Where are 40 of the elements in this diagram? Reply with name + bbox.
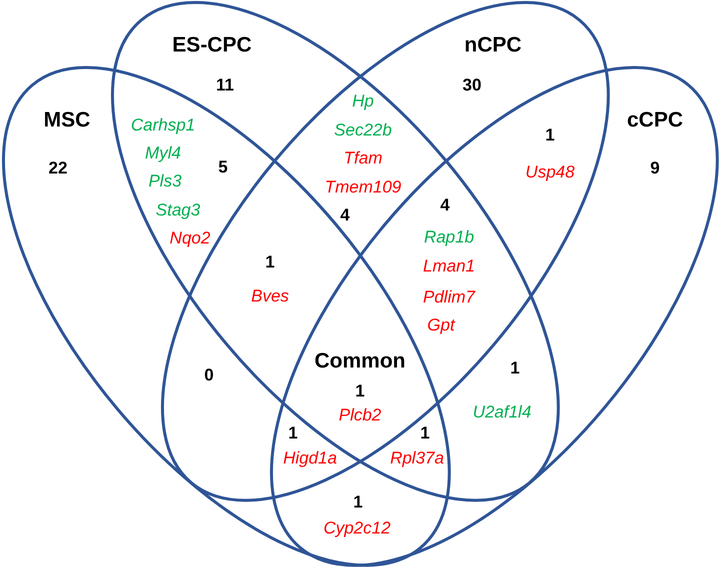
count-label: 1 (353, 494, 363, 510)
count-label: 0 (204, 366, 214, 384)
gene-label: Gpt (427, 316, 455, 334)
set-label: cCPC (626, 109, 683, 130)
region-label: Common (314, 350, 406, 372)
count-label: 1 (420, 424, 430, 442)
gene-label: Hp (352, 92, 374, 110)
gene-label: Cyp2c12 (323, 520, 391, 536)
count-label: 1 (355, 382, 365, 400)
set-label: ES-CPC (172, 34, 252, 56)
gene-label: Stag3 (156, 202, 200, 218)
gene-label: Higd1a (283, 450, 337, 466)
gene-label: Usp48 (525, 164, 575, 180)
gene-label: Lman1 (423, 258, 475, 274)
set-label: MSC (44, 109, 90, 130)
gene-label: Carhsp1 (130, 116, 196, 134)
gene-label: Rap1b (424, 228, 474, 246)
gene-label: Pls3 (148, 172, 182, 190)
set-label: nCPC (464, 34, 522, 56)
gene-label: U2af1l4 (472, 404, 532, 420)
count-label: 4 (340, 206, 350, 224)
gene-label: Pdlim7 (423, 288, 475, 306)
gene-label: Sec22b (334, 122, 392, 138)
count-label: 1 (545, 126, 555, 144)
count-label: 1 (288, 424, 298, 442)
gene-label: Myl4 (145, 144, 181, 162)
count-label: 4 (440, 196, 450, 214)
gene-label: Plcb2 (338, 406, 382, 424)
count-label: 9 (650, 160, 660, 176)
gene-label: Rpl37a (390, 450, 444, 466)
count-label: 11 (216, 76, 234, 94)
count-label: 1 (510, 360, 520, 376)
gene-label: Tmem109 (324, 178, 402, 196)
gene-label: Tfam (344, 150, 382, 166)
count-label: 1 (265, 254, 275, 270)
gene-label: Nqo2 (170, 230, 210, 246)
count-label: 5 (218, 158, 228, 176)
count-label: 22 (48, 160, 68, 176)
count-label: 30 (462, 76, 482, 94)
gene-label: Bves (251, 288, 289, 304)
